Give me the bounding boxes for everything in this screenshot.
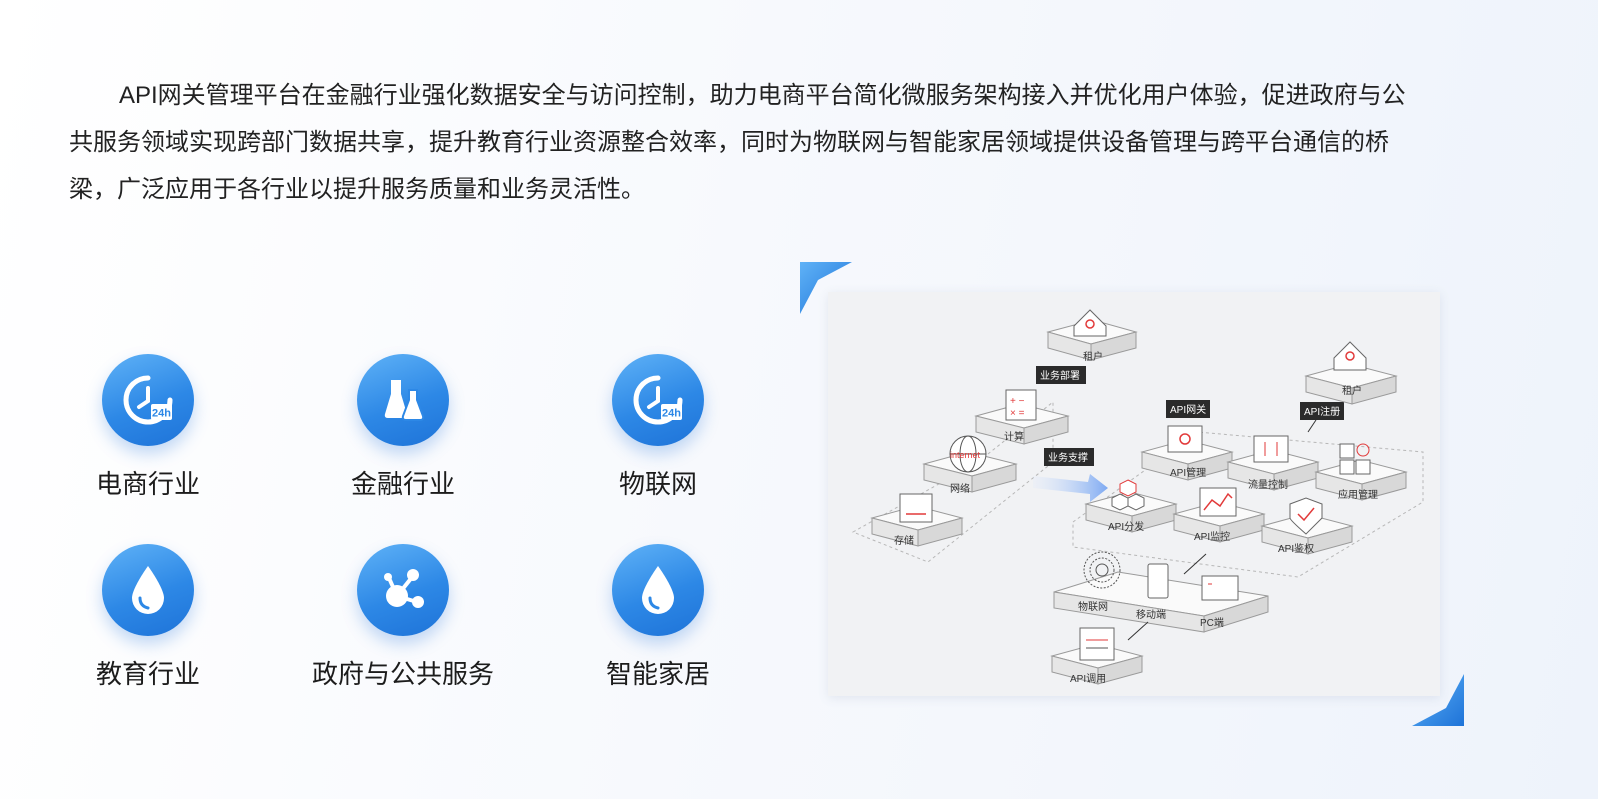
diagram-label: API管理 bbox=[1170, 466, 1206, 479]
industry-smart-home: 智能家居 bbox=[538, 530, 778, 710]
svg-text:24h: 24h bbox=[662, 408, 681, 420]
architecture-illustration: 租户 业务部署 + − × = 计算 业务支撑 bbox=[851, 309, 1424, 685]
svg-text:× =: × = bbox=[1010, 408, 1025, 419]
diagram-label: 存储 bbox=[894, 534, 914, 547]
corner-decoration bbox=[800, 262, 852, 314]
clock-24h-icon: 24h bbox=[102, 354, 194, 446]
clock-24h-icon: 24h bbox=[612, 354, 704, 446]
svg-text:API网关: API网关 bbox=[1170, 403, 1206, 416]
industry-label: 政府与公共服务 bbox=[311, 659, 494, 689]
industry-label: 教育行业 bbox=[95, 659, 200, 689]
water-drop-icon bbox=[612, 544, 704, 636]
api-auth-block: API鉴权 bbox=[1260, 497, 1354, 555]
industry-label: 金融行业 bbox=[350, 469, 455, 499]
intro-paragraph: API网关管理平台在金融行业强化数据安全与访问控制，助力电商平台简化微服务架构接… bbox=[69, 82, 1406, 203]
corner-decoration bbox=[1412, 674, 1464, 726]
app-manage-block: 应用管理 bbox=[1314, 443, 1408, 501]
client-platform: 物联网 移动端 PC端 bbox=[1053, 551, 1269, 633]
industry-ecommerce: 24h 电商行业 bbox=[28, 340, 268, 520]
svg-text:业务部署: 业务部署 bbox=[1040, 369, 1080, 382]
diagram-panel: 租户 业务部署 + − × = 计算 业务支撑 bbox=[828, 292, 1440, 696]
tenant-right-block: 租户 bbox=[1304, 341, 1398, 405]
molecule-icon bbox=[357, 544, 449, 636]
svg-text:业务支撑: 业务支撑 bbox=[1048, 451, 1088, 464]
svg-text:API注册: API注册 bbox=[1304, 405, 1340, 418]
network-block: internet 网络 bbox=[922, 435, 1018, 495]
diagram-label: 网络 bbox=[950, 482, 970, 495]
diagram-label: API调用 bbox=[1070, 673, 1106, 685]
industry-label: 电商行业 bbox=[95, 469, 200, 499]
api-monitor-block: API监控 bbox=[1172, 487, 1266, 543]
svg-text:+ −: + − bbox=[1010, 396, 1025, 407]
diagram-label: API监控 bbox=[1194, 530, 1230, 543]
flask-icon bbox=[357, 354, 449, 446]
industry-iot: 24h 物联网 bbox=[538, 340, 778, 520]
industry-government: 政府与公共服务 bbox=[283, 530, 523, 710]
industry-finance: 金融行业 bbox=[283, 340, 523, 520]
svg-text:24h: 24h bbox=[152, 408, 171, 420]
industry-label: 物联网 bbox=[618, 469, 697, 499]
diagram-label: 物联网 bbox=[1078, 600, 1108, 613]
tag-support: 业务支撑 bbox=[1044, 448, 1094, 466]
industry-education: 教育行业 bbox=[28, 530, 268, 710]
tag-deploy: 业务部署 bbox=[1036, 366, 1086, 384]
diagram-label: API分发 bbox=[1108, 520, 1144, 533]
diagram-label: API鉴权 bbox=[1278, 542, 1314, 555]
compute-block: + − × = 计算 bbox=[974, 389, 1070, 445]
water-drop-icon bbox=[102, 544, 194, 636]
traffic-control-block: 流量控制 bbox=[1226, 435, 1320, 491]
internet-label: internet bbox=[950, 450, 981, 460]
api-manage-block: API管理 bbox=[1140, 425, 1234, 481]
industry-label: 智能家居 bbox=[605, 659, 710, 689]
architecture-diagram: 租户 业务部署 + − × = 计算 业务支撑 bbox=[800, 262, 1480, 732]
tag-gateway: API网关 bbox=[1166, 400, 1210, 418]
industry-grid: 24h 电商行业 金融行业 24h 物联网 bbox=[60, 340, 780, 720]
diagram-label: 移动端 bbox=[1136, 608, 1166, 621]
api-dispatch-block: API分发 bbox=[1084, 479, 1178, 533]
diagram-label: 计算 bbox=[1004, 430, 1024, 443]
api-call-block: API调用 bbox=[1050, 627, 1144, 685]
storage-block: 存储 bbox=[870, 493, 964, 547]
diagram-label: 流量控制 bbox=[1248, 478, 1288, 491]
diagram-label: 租户 bbox=[1342, 384, 1362, 397]
diagram-label: 应用管理 bbox=[1338, 488, 1378, 501]
tag-register: API注册 bbox=[1300, 402, 1344, 420]
tenant-left-block: 租户 bbox=[1046, 309, 1138, 363]
diagram-label: 租户 bbox=[1083, 350, 1103, 363]
diagram-label: PC端 bbox=[1200, 616, 1224, 629]
